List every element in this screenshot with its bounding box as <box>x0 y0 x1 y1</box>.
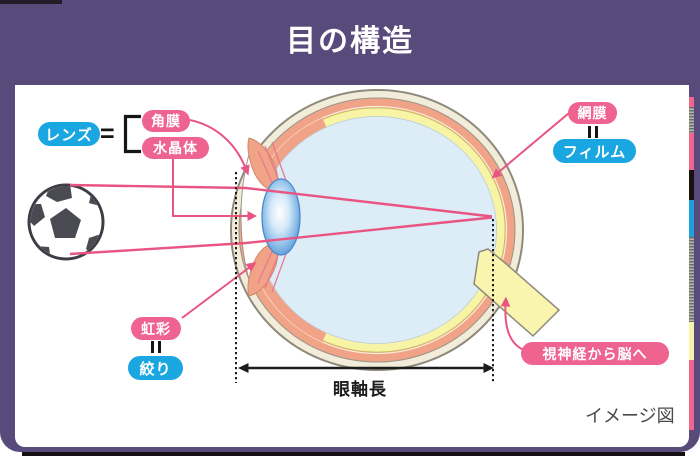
sliver-segment <box>689 97 694 107</box>
sliver-segment <box>689 360 694 430</box>
sliver-segment <box>689 133 694 170</box>
equals-sign: = <box>100 120 115 148</box>
sliver-segment <box>689 237 694 322</box>
lens-label: レンズ <box>38 122 100 146</box>
light-ray-bottom <box>69 216 493 256</box>
crystalline-lens-shape <box>261 178 301 256</box>
image-note: イメージ図 <box>585 406 675 426</box>
axial-length-arrow <box>238 363 494 373</box>
iris-pointer <box>181 266 251 319</box>
dotted-guides <box>235 172 494 383</box>
optic-nerve-shape <box>473 248 561 338</box>
sliver-segment <box>689 322 694 360</box>
pointer-arrowheads <box>240 164 511 307</box>
iris-label: 虹彩 <box>131 317 181 340</box>
sliver-segment <box>689 107 694 133</box>
crystalline-lens-pointer <box>172 159 249 217</box>
eyeball <box>230 89 561 371</box>
pointer-lines <box>172 112 570 351</box>
equals-vertical-icon <box>588 126 598 138</box>
aperture-label: 絞り <box>128 356 183 380</box>
crystalline-lens-label: 水晶体 <box>142 137 209 159</box>
light-rays <box>69 183 493 256</box>
soccer-ball-icon <box>27 183 105 261</box>
edge-sliver-decoration <box>689 97 694 430</box>
sliver-segment <box>689 200 694 237</box>
screen-edge-artifact-top <box>0 0 62 4</box>
axial-length-label: 眼軸長 <box>333 380 387 399</box>
bracket-icon <box>123 114 141 154</box>
cornea-pointer <box>189 119 248 173</box>
cornea-label: 角膜 <box>142 110 190 132</box>
light-ray-top <box>69 183 493 218</box>
retina-label: 網膜 <box>568 102 617 124</box>
retina-pointer <box>493 112 570 177</box>
equals-vertical-icon <box>151 341 161 353</box>
sliver-segment <box>689 170 694 200</box>
screen-edge-artifact-bottom <box>22 452 685 456</box>
page-title: 目の構造 <box>286 25 414 58</box>
optic-nerve-label: 視神経から脳へ <box>521 342 669 365</box>
film-label: フィルム <box>553 139 636 163</box>
